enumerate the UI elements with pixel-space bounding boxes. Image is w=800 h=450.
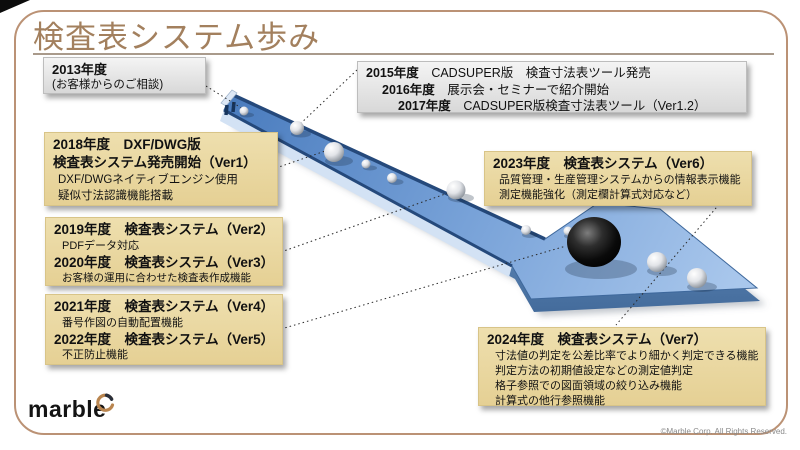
milestone-detail: 展示会・セミナーで紹介開始 — [434, 82, 610, 97]
milestone-title: 検査表システム発売開始（Ver1） — [53, 155, 257, 170]
marble-logo: marble — [28, 396, 107, 422]
milestone-title: 2020年度 検査表システム（Ver3） — [54, 254, 275, 270]
timeline-box-2019-2020: 2019年度 検査表システム（Ver2） PDFデータ対応 2020年度 検査表… — [45, 217, 283, 286]
leader-line-2013 — [205, 85, 244, 110]
title-underline — [33, 53, 774, 55]
milestone-title: 2021年度 検査表システム（Ver4） — [54, 299, 275, 314]
milestone-sphere — [290, 121, 304, 135]
milestone-detail: お客様の運用に合わせた検査表作成機能 — [62, 272, 251, 284]
milestone-detail: 判定方法の初期値設定などの測定値判定 — [495, 364, 693, 377]
page-title: 検査表システム歩み — [33, 20, 321, 55]
black-sphere — [567, 217, 621, 267]
milestone-detail: 番号作図の自動配置機能 — [62, 316, 183, 329]
milestone-sphere — [387, 173, 397, 183]
milestone-sphere — [239, 106, 249, 116]
milestone-detail: PDFデータ対応 — [62, 239, 139, 252]
ramp-top-rail — [230, 92, 546, 241]
milestone-detail: 不正防止機能 — [62, 349, 128, 361]
milestone-title: 2019年度 検査表システム（Ver2） — [54, 222, 275, 237]
milestone-sphere — [687, 268, 707, 288]
milestone-sphere — [324, 142, 344, 162]
leader-line-2023-2024 — [615, 200, 723, 326]
ramp-end-cap — [220, 89, 238, 107]
milestone-detail: 計算式の他行参照機能 — [495, 394, 605, 407]
milestone-year: 2013年度 — [52, 62, 107, 77]
milestone-line: 2017年度 CADSUPER版検査寸法表ツール（Ver1.2） — [366, 98, 738, 115]
milestone-title: 2018年度 DXF/DWG版 — [53, 137, 201, 152]
milestone-detail: CADSUPER版検査寸法表ツール（Ver1.2） — [450, 99, 707, 113]
milestone-line: 2015年度 CADSUPER版 検査寸法表ツール発売 — [366, 65, 738, 82]
timeline-box-2024: 2024年度 検査表システム（Ver7） 寸法値の判定を公差比率でより細かく判定… — [478, 327, 766, 407]
ramp-end-post — [224, 104, 229, 116]
milestone-title: 2022年度 検査表システム（Ver5） — [54, 331, 275, 347]
timeline-box-2015-2017: 2015年度 CADSUPER版 検査寸法表ツール発売 2016年度 展示会・セ… — [357, 61, 747, 113]
milestone-sphere — [647, 252, 667, 272]
milestone-sphere — [361, 159, 371, 169]
timeline-box-2021-2022: 2021年度 検査表システム（Ver4） 番号作図の自動配置機能 2022年度 … — [45, 294, 283, 365]
milestone-sphere — [446, 180, 466, 200]
milestone-detail: (お客様からのご相談) — [52, 79, 164, 91]
milestone-year: 2015年度 — [366, 66, 419, 80]
leader-line-2015 — [297, 69, 358, 127]
copyright-text: ©Marble Corp. All Rights Reserved. — [660, 427, 787, 436]
milestone-detail: 品質管理・生産管理システムからの情報表示機能 — [499, 173, 741, 186]
ramp-underside — [220, 110, 512, 277]
milestone-sphere — [521, 225, 531, 235]
milestone-detail: DXF/DWGネイティブエンジン使用 — [58, 174, 238, 186]
marble-swirl-icon — [96, 393, 115, 412]
milestone-detail: 疑似寸法認識機能搭載 — [58, 190, 173, 202]
milestone-line: 2016年度 展示会・セミナーで紹介開始 — [366, 82, 738, 99]
milestone-title: 2023年度 検査表システム（Ver6） — [493, 156, 714, 171]
timeline-box-2018: 2018年度 DXF/DWG版 検査表システム発売開始（Ver1） DXF/DW… — [44, 132, 278, 206]
timeline-box-2013: 2013年度 (お客様からのご相談) — [43, 57, 206, 94]
milestone-detail: 格子参照での図面領域の絞り込み機能 — [495, 379, 682, 392]
leader-line-2018 — [275, 148, 332, 169]
slide-frame-border — [14, 10, 788, 435]
milestone-title: 2024年度 検査表システム（Ver7） — [487, 332, 708, 347]
milestone-year: 2016年度 — [382, 82, 435, 97]
milestone-detail: 測定機能強化（測定欄計算式対応など） — [499, 189, 697, 201]
corner-mark — [0, 0, 30, 13]
milestone-detail: 寸法値の判定を公差比率でより細かく判定できる機能 — [495, 349, 759, 362]
milestone-year: 2017年度 — [398, 99, 451, 113]
timeline-box-2023: 2023年度 検査表システム（Ver6） 品質管理・生産管理システムからの情報表… — [484, 151, 752, 206]
milestone-detail: CADSUPER版 検査寸法表ツール発売 — [418, 66, 651, 80]
